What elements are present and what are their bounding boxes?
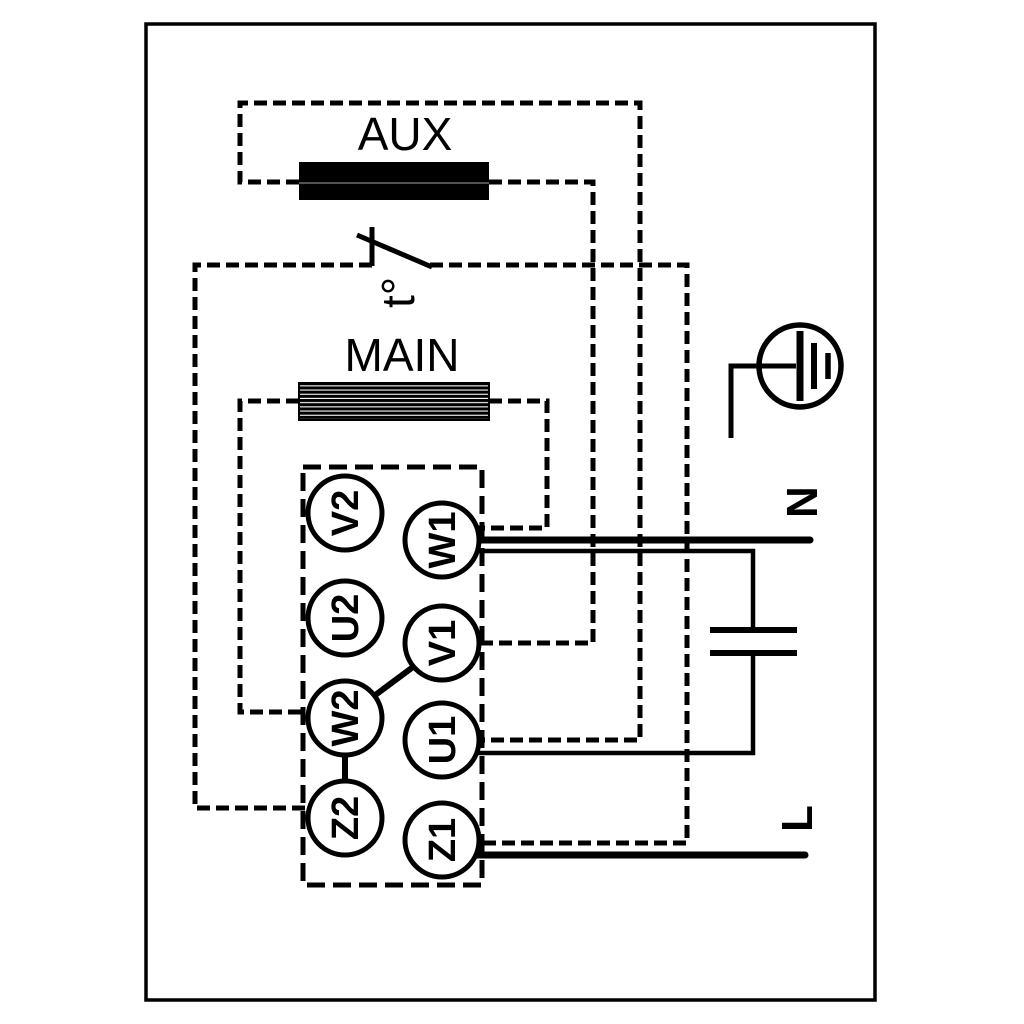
- terminal-circle-u1: [402, 700, 482, 780]
- terminal-v1: V1: [402, 603, 482, 683]
- terminal-label-w1: W1: [422, 512, 464, 569]
- terminal-circle-z1: [402, 800, 482, 880]
- ground-lead: [728, 363, 796, 438]
- wire-aux-to-v1: [479, 179, 596, 646]
- diagram-border: [144, 22, 877, 1002]
- terminal-u2: U2: [305, 578, 385, 658]
- terminal-z2: Z2: [305, 778, 385, 858]
- aux-coil-icon: [299, 162, 489, 200]
- terminal-u1: U1: [402, 700, 482, 780]
- wire-aux-to-u1: [237, 100, 643, 743]
- wire-thermal-to-z2: [192, 262, 372, 811]
- ground-circle: [756, 322, 844, 410]
- capacitor-branch: [477, 548, 797, 756]
- aux-winding: AUX: [299, 108, 489, 200]
- capacitor-wire-top: [477, 548, 756, 627]
- wire-main-to-w2: [237, 398, 310, 715]
- terminal-z1: Z1: [402, 800, 482, 880]
- capacitor-wire-bottom: [477, 656, 756, 756]
- live-label: L: [773, 805, 822, 832]
- terminal-label-v1: V1: [422, 620, 464, 666]
- terminal-circle-w1: [402, 500, 482, 580]
- thermal-switch-label: t°: [372, 277, 424, 308]
- neutral-label: N: [778, 486, 827, 518]
- main-winding-label: MAIN: [345, 329, 460, 381]
- terminal-w2: W2: [305, 678, 385, 758]
- terminal-block-outline: [300, 464, 485, 888]
- terminal-label-w2: W2: [325, 690, 367, 747]
- terminal-circle-z2: [305, 778, 385, 858]
- thermal-switch-icon: t°: [356, 227, 433, 308]
- terminal-w1: W1: [402, 500, 482, 580]
- earth-ground-icon: [728, 322, 844, 438]
- thermal-switch-blade: [356, 232, 433, 270]
- terminal-circle-v2: [305, 473, 385, 553]
- main-coil-icon: [298, 382, 490, 421]
- terminal-label-v2: V2: [325, 490, 367, 536]
- aux-winding-label: AUX: [358, 108, 453, 160]
- terminal-label-u1: U1: [422, 716, 464, 765]
- terminal-label-u2: U2: [325, 594, 367, 643]
- terminal-circle-w2: [305, 678, 385, 758]
- terminal-label-z2: Z2: [325, 796, 367, 840]
- main-winding: MAIN: [298, 329, 490, 421]
- terminal-circle-u2: [305, 578, 385, 658]
- terminal-circle-v1: [402, 603, 482, 683]
- wire-thermal-to-z1: [430, 262, 690, 846]
- terminal-label-z1: Z1: [422, 818, 464, 862]
- capacitor-icon: [710, 627, 797, 656]
- terminal-v2: V2: [305, 473, 385, 553]
- wire-main-to-w1: [477, 398, 550, 531]
- jumper-w2-v1: [372, 664, 415, 699]
